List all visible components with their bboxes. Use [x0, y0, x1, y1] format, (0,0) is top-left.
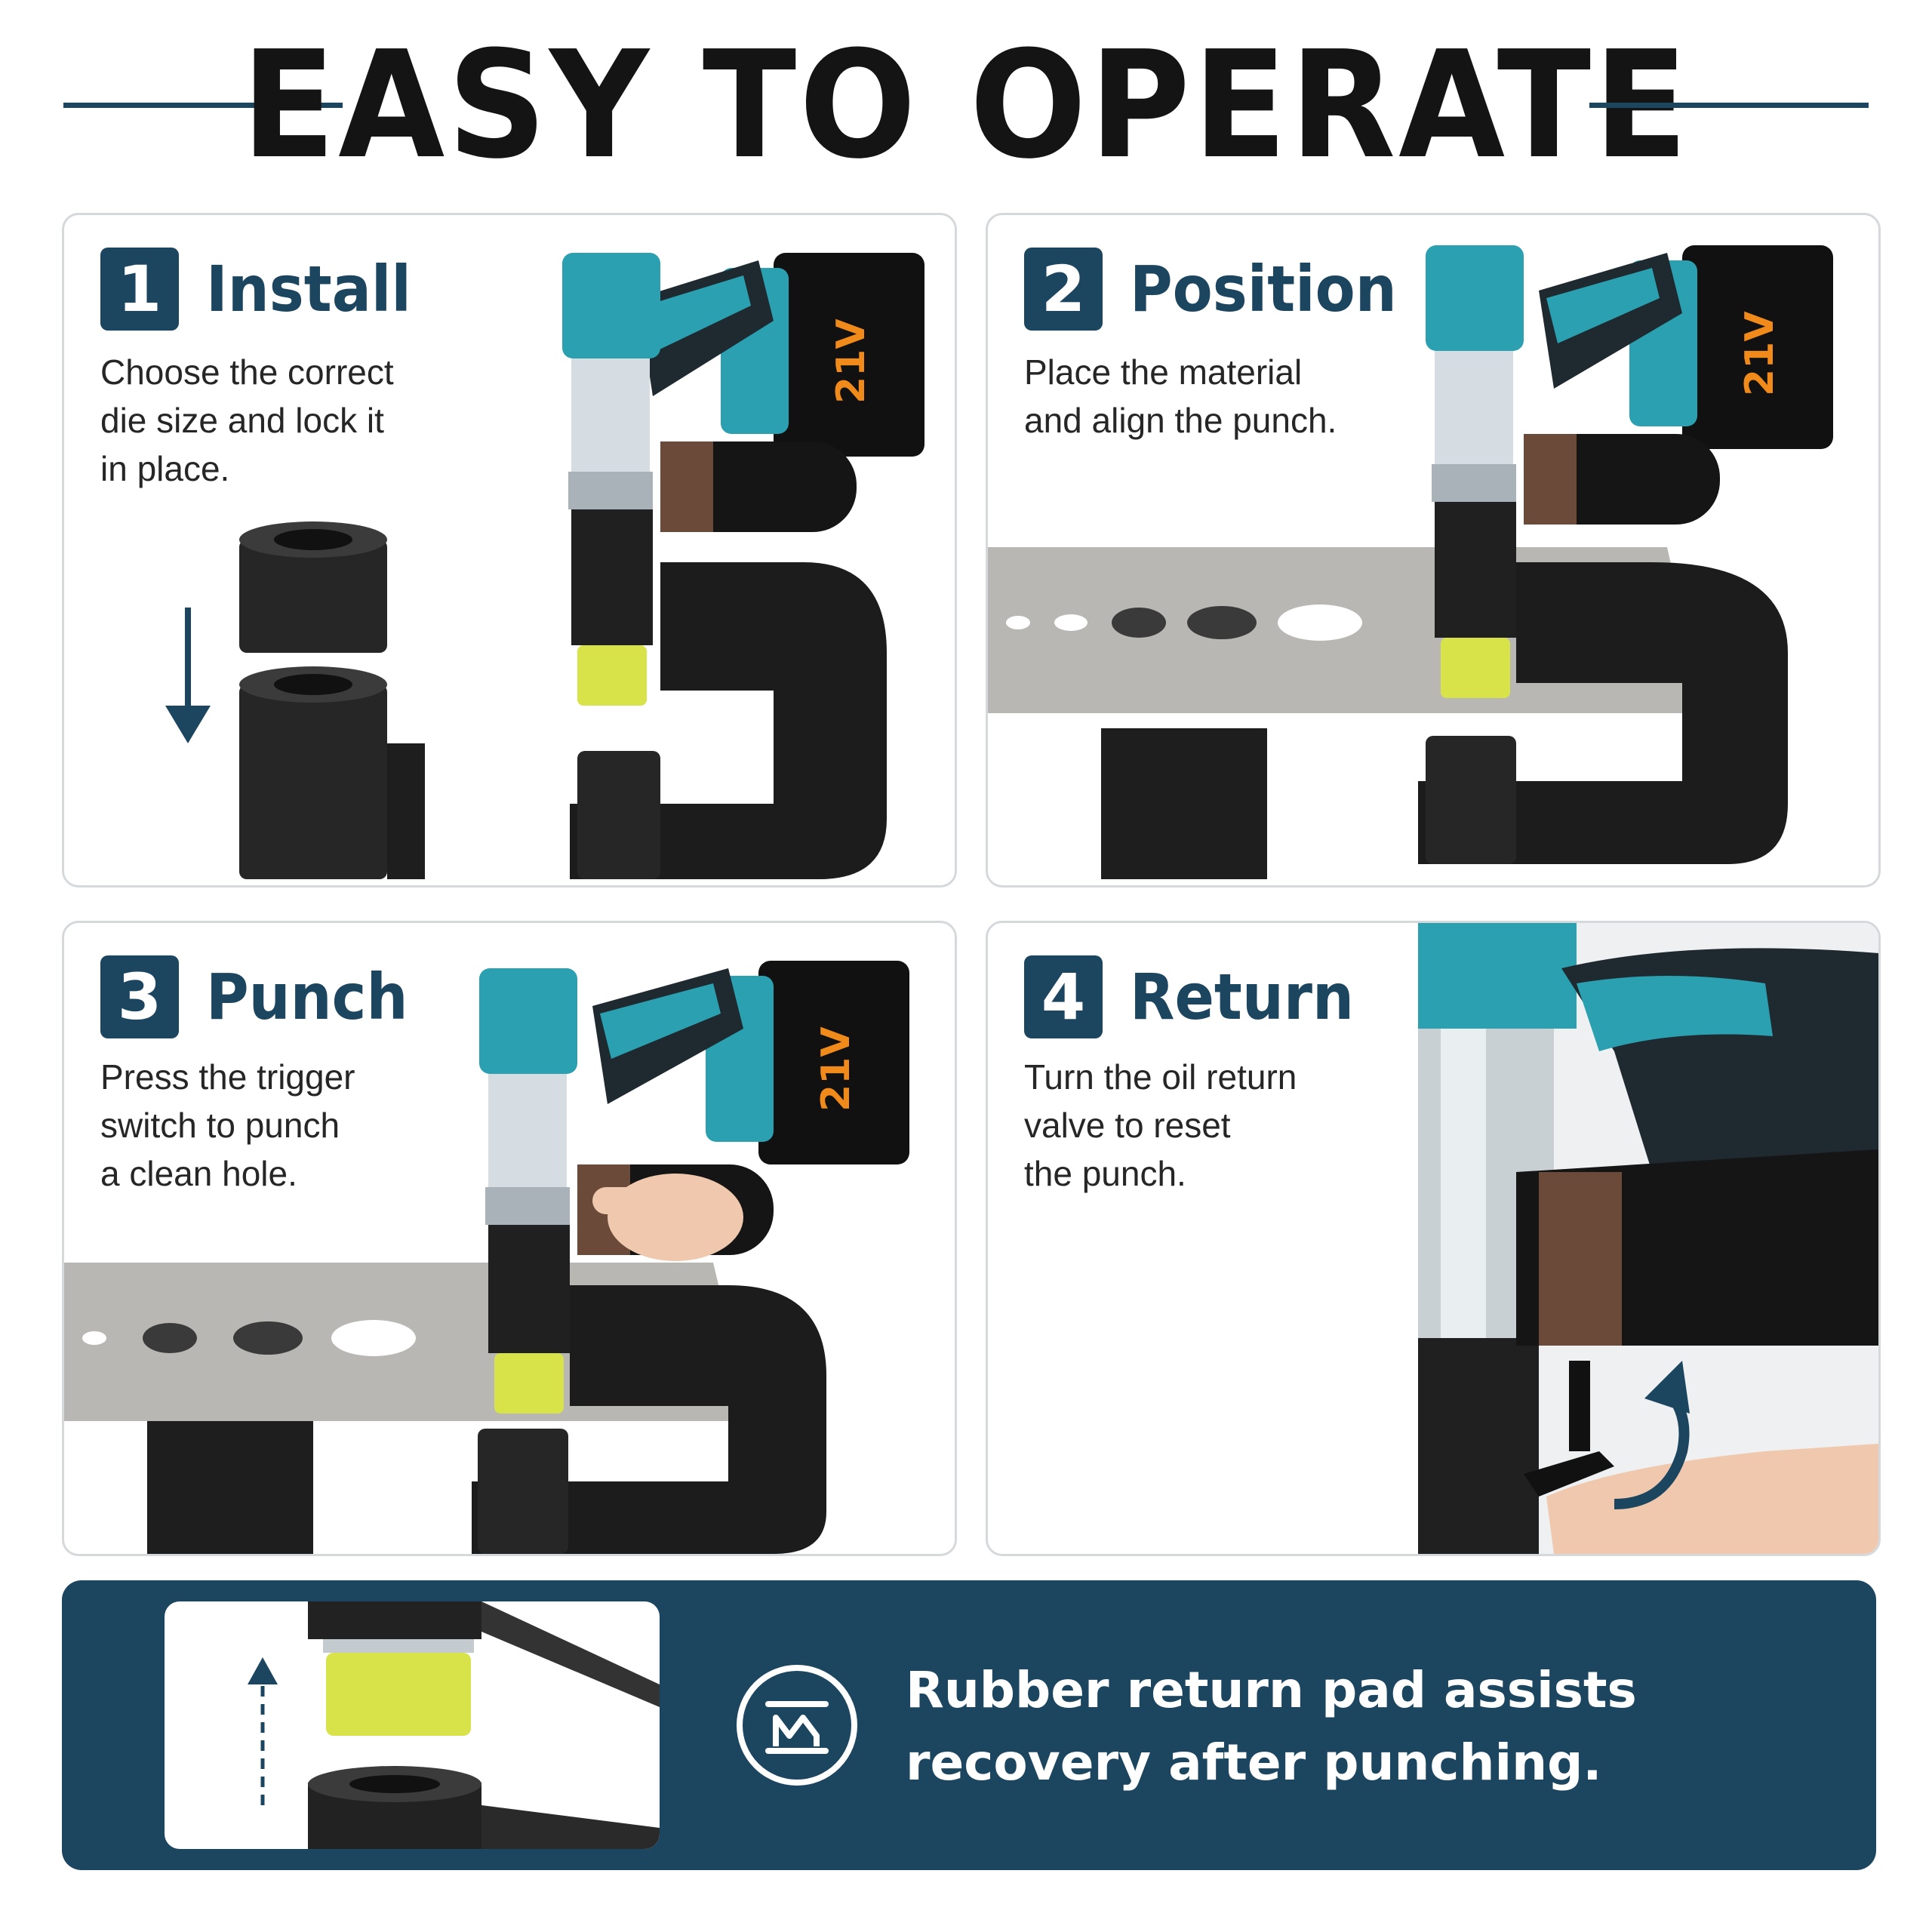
page-title: EASY TO OPERATE	[241, 20, 1691, 192]
step-number-badge: 4	[1024, 955, 1103, 1038]
c-frame	[570, 562, 887, 879]
support-stand	[147, 1406, 313, 1554]
step-header: 2 Position	[1024, 245, 1420, 333]
arrow-down-icon	[165, 608, 211, 743]
battery: 21V	[706, 961, 909, 1164]
step-description: Turn the oil return valve to reset the p…	[1024, 1053, 1371, 1198]
c-frame	[1418, 562, 1788, 864]
description-line: in place.	[100, 449, 230, 488]
operator-hand	[592, 1174, 743, 1261]
tool-head	[1426, 245, 1524, 698]
description-line: the punch.	[1024, 1154, 1186, 1193]
operator-hand	[1546, 1444, 1878, 1554]
step-header: 4 Return	[1024, 953, 1374, 1041]
return-valve-closeup	[1418, 923, 1878, 1554]
description-line: Choose the correct	[100, 352, 394, 392]
upper-punch	[308, 1601, 660, 1736]
step-title: Punch	[206, 960, 408, 1034]
step-header: 1 Install	[100, 245, 429, 333]
c-frame	[472, 1285, 826, 1554]
step-number-badge: 2	[1024, 248, 1103, 331]
description-line: Turn the oil return	[1024, 1057, 1297, 1097]
lower-die	[239, 666, 425, 879]
tool-head	[479, 968, 577, 1414]
step-description: Choose the correct die size and lock it …	[100, 348, 448, 493]
arrow-up-icon	[248, 1657, 278, 1805]
description-line: Place the material	[1024, 352, 1303, 392]
support-stand	[1101, 728, 1267, 879]
battery: 21V	[721, 253, 924, 457]
valve-lever	[1524, 1361, 1614, 1497]
battery-label: 21V	[1737, 311, 1783, 396]
rotate-arrow-icon	[1614, 1361, 1690, 1509]
return-pad-photo	[165, 1601, 660, 1849]
lower-die	[308, 1766, 660, 1849]
tool-body	[1418, 923, 1878, 1554]
handle	[1539, 253, 1682, 389]
banner-line: Rubber return pad assists	[906, 1661, 1637, 1719]
step-description: Press the trigger switch to punch a clea…	[100, 1053, 448, 1198]
description-line: switch to punch	[100, 1106, 340, 1145]
step-card-position: 2 Position Place the material and align …	[986, 213, 1881, 888]
step-number-badge: 1	[100, 248, 179, 331]
oil-cylinder	[1524, 434, 1720, 525]
spring-icon	[737, 1665, 857, 1786]
die-illustration	[165, 521, 425, 879]
info-banner: Rubber return pad assists recovery after…	[62, 1580, 1876, 1870]
description-line: Press the trigger	[100, 1057, 355, 1097]
title-row: EASY TO OPERATE	[0, 30, 1932, 181]
step-title: Return	[1130, 960, 1355, 1034]
banner-text: Rubber return pad assists recovery after…	[906, 1654, 1811, 1799]
banner-line: recovery after punching.	[906, 1734, 1602, 1792]
oil-cylinder	[1516, 1149, 1878, 1346]
step-card-return: 4 Return Turn the oil return valve to re…	[986, 921, 1881, 1556]
description-line: and align the punch.	[1024, 401, 1337, 440]
handle	[592, 968, 743, 1104]
step-number-badge: 3	[100, 955, 179, 1038]
title-rule-left	[63, 103, 343, 108]
step-title: Install	[206, 252, 411, 326]
battery-label: 21V	[814, 1026, 859, 1112]
punch-tool-image: 21V	[64, 961, 909, 1554]
description-line: die size and lock it	[100, 401, 384, 440]
step-title: Position	[1130, 252, 1397, 326]
step-header: 3 Punch	[100, 953, 426, 1041]
step-card-install: 1 Install Choose the correct die size an…	[62, 213, 957, 888]
description-line: valve to reset	[1024, 1106, 1231, 1145]
punch-tool-image: 21V	[562, 253, 924, 879]
tool-head	[562, 253, 660, 706]
step-description: Place the material and align the punch.	[1024, 348, 1417, 445]
oil-cylinder	[660, 441, 857, 532]
title-rule-right	[1589, 103, 1869, 108]
return-pad-illustration	[248, 1601, 660, 1849]
upper-die	[239, 521, 387, 653]
battery-label: 21V	[829, 318, 874, 404]
handle	[638, 260, 774, 396]
step-card-punch: 3 Punch Press the trigger switch to punc…	[62, 921, 957, 1556]
punch-tool-image: 21V	[988, 245, 1833, 879]
description-line: a clean hole.	[100, 1154, 297, 1193]
